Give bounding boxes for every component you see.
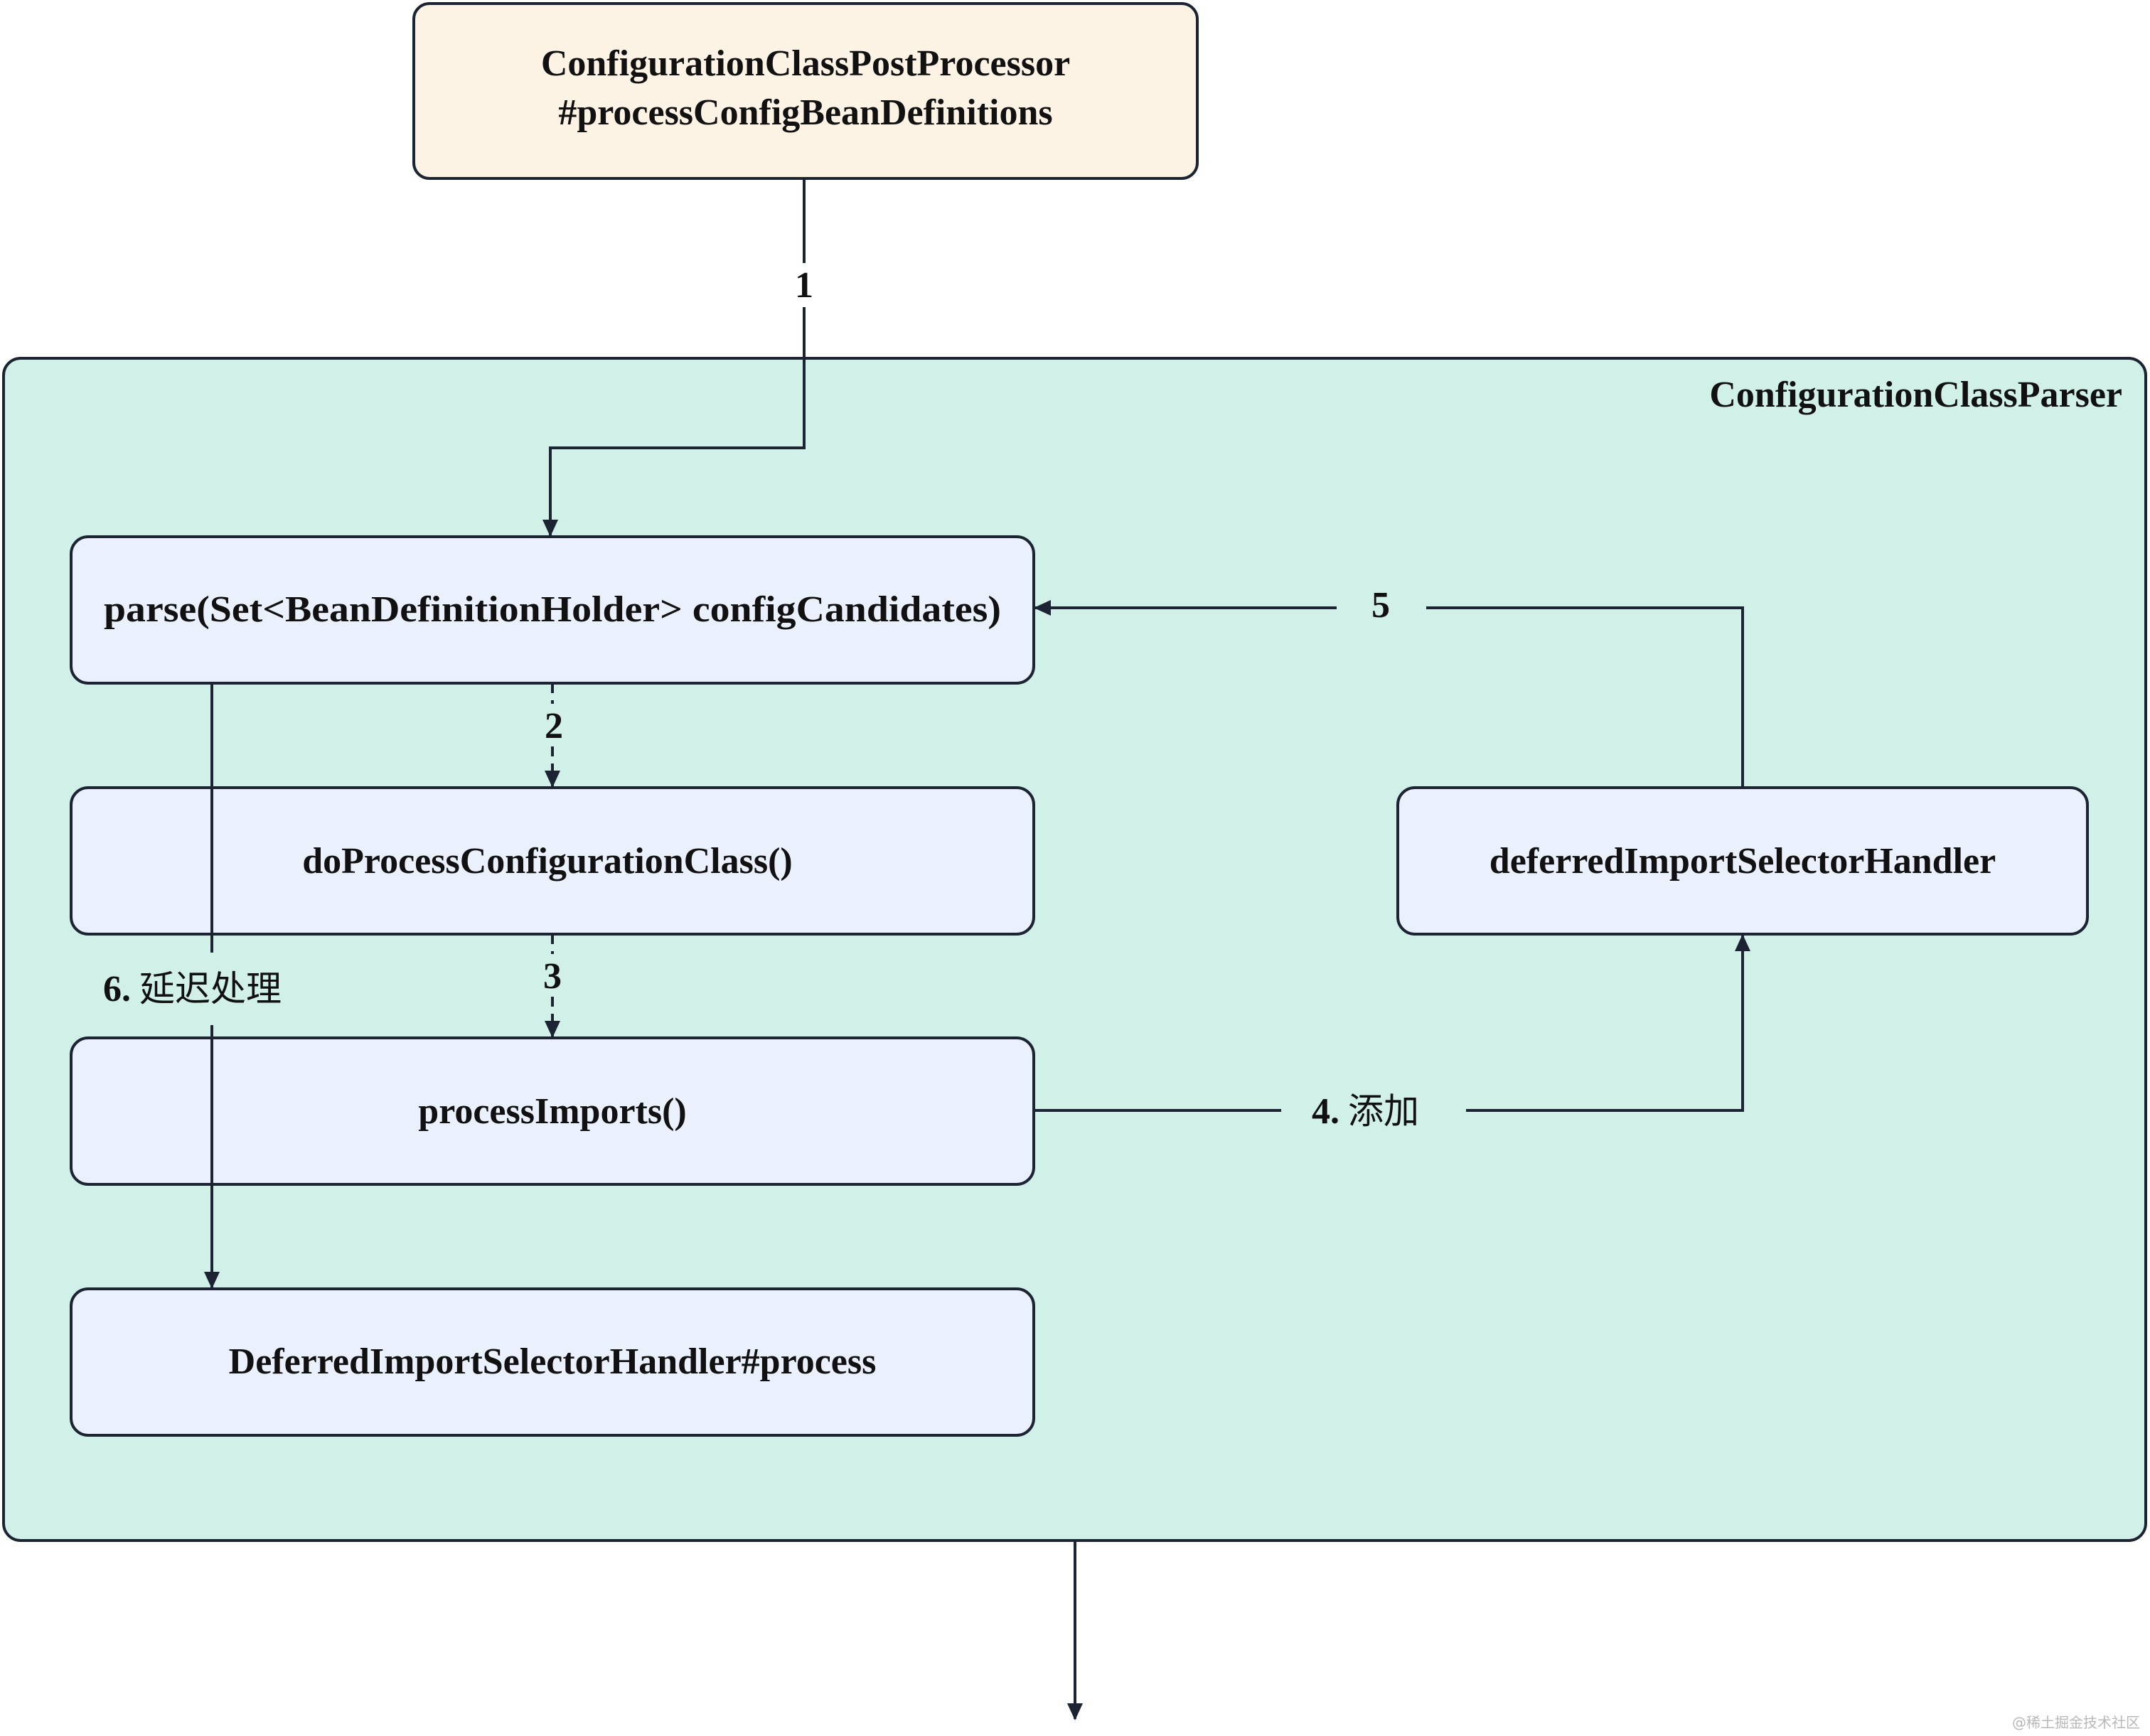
process-imports-node: processImports() <box>70 1036 1035 1186</box>
deferred-handler-node-label: deferredImportSelectorHandler <box>1490 841 1996 882</box>
entry-node-line1: ConfigurationClassPostProcessor <box>541 43 1070 84</box>
edge-2-label: 2 <box>545 706 563 746</box>
do-process-node-label: doProcessConfigurationClass() <box>302 841 792 882</box>
entry-node: ConfigurationClassPostProcessor #process… <box>412 2 1199 180</box>
edge-4: 4.添加 <box>1034 934 1750 1132</box>
edge-6-label: 6.延迟处理 <box>103 968 282 1009</box>
edge-4-label: 4.添加 <box>1312 1091 1419 1132</box>
edge-4-num: 4. <box>1312 1091 1339 1132</box>
process-imports-node-label: processImports() <box>418 1091 686 1132</box>
entry-node-line2: #processConfigBeanDefinitions <box>558 92 1052 133</box>
edge-4-text: 添加 <box>1348 1091 1419 1132</box>
edge-2: 2 <box>545 683 563 788</box>
handler-process-node: DeferredImportSelectorHandler#process <box>70 1287 1035 1437</box>
do-process-node: doProcessConfigurationClass() <box>70 786 1035 936</box>
edge-1-label: 1 <box>795 265 813 306</box>
edge-1: 1 <box>542 178 813 537</box>
handler-process-node-label: DeferredImportSelectorHandler#process <box>229 1341 877 1382</box>
edge-1-line-bottom <box>542 307 806 537</box>
edge-3: 3 <box>543 934 562 1038</box>
deferred-handler-node: deferredImportSelectorHandler <box>1396 786 2089 936</box>
parse-node: parse(Set<BeanDefinitionHolder> configCa… <box>70 535 1035 685</box>
handler-process-node-box <box>70 1287 1035 1437</box>
edge-5: 5 <box>1034 585 1744 788</box>
edge-6-text: 延迟处理 <box>139 968 282 1009</box>
edge-5-line-right <box>1426 606 1744 788</box>
watermark-text: @稀土掘金技术社区 <box>2012 1714 2140 1731</box>
edge-5-label: 5 <box>1371 585 1390 626</box>
parse-node-label: parse(Set<BeanDefinitionHolder> configCa… <box>104 589 1001 630</box>
edge-6: 6.延迟处理 <box>103 683 282 1289</box>
edge-3-label: 3 <box>543 956 562 997</box>
parser-group-label: ConfigurationClassParser <box>1709 375 2122 415</box>
edge-6-num: 6. <box>103 969 131 1009</box>
entry-node-box <box>412 2 1199 180</box>
edge-4-line-right <box>1466 934 1750 1112</box>
